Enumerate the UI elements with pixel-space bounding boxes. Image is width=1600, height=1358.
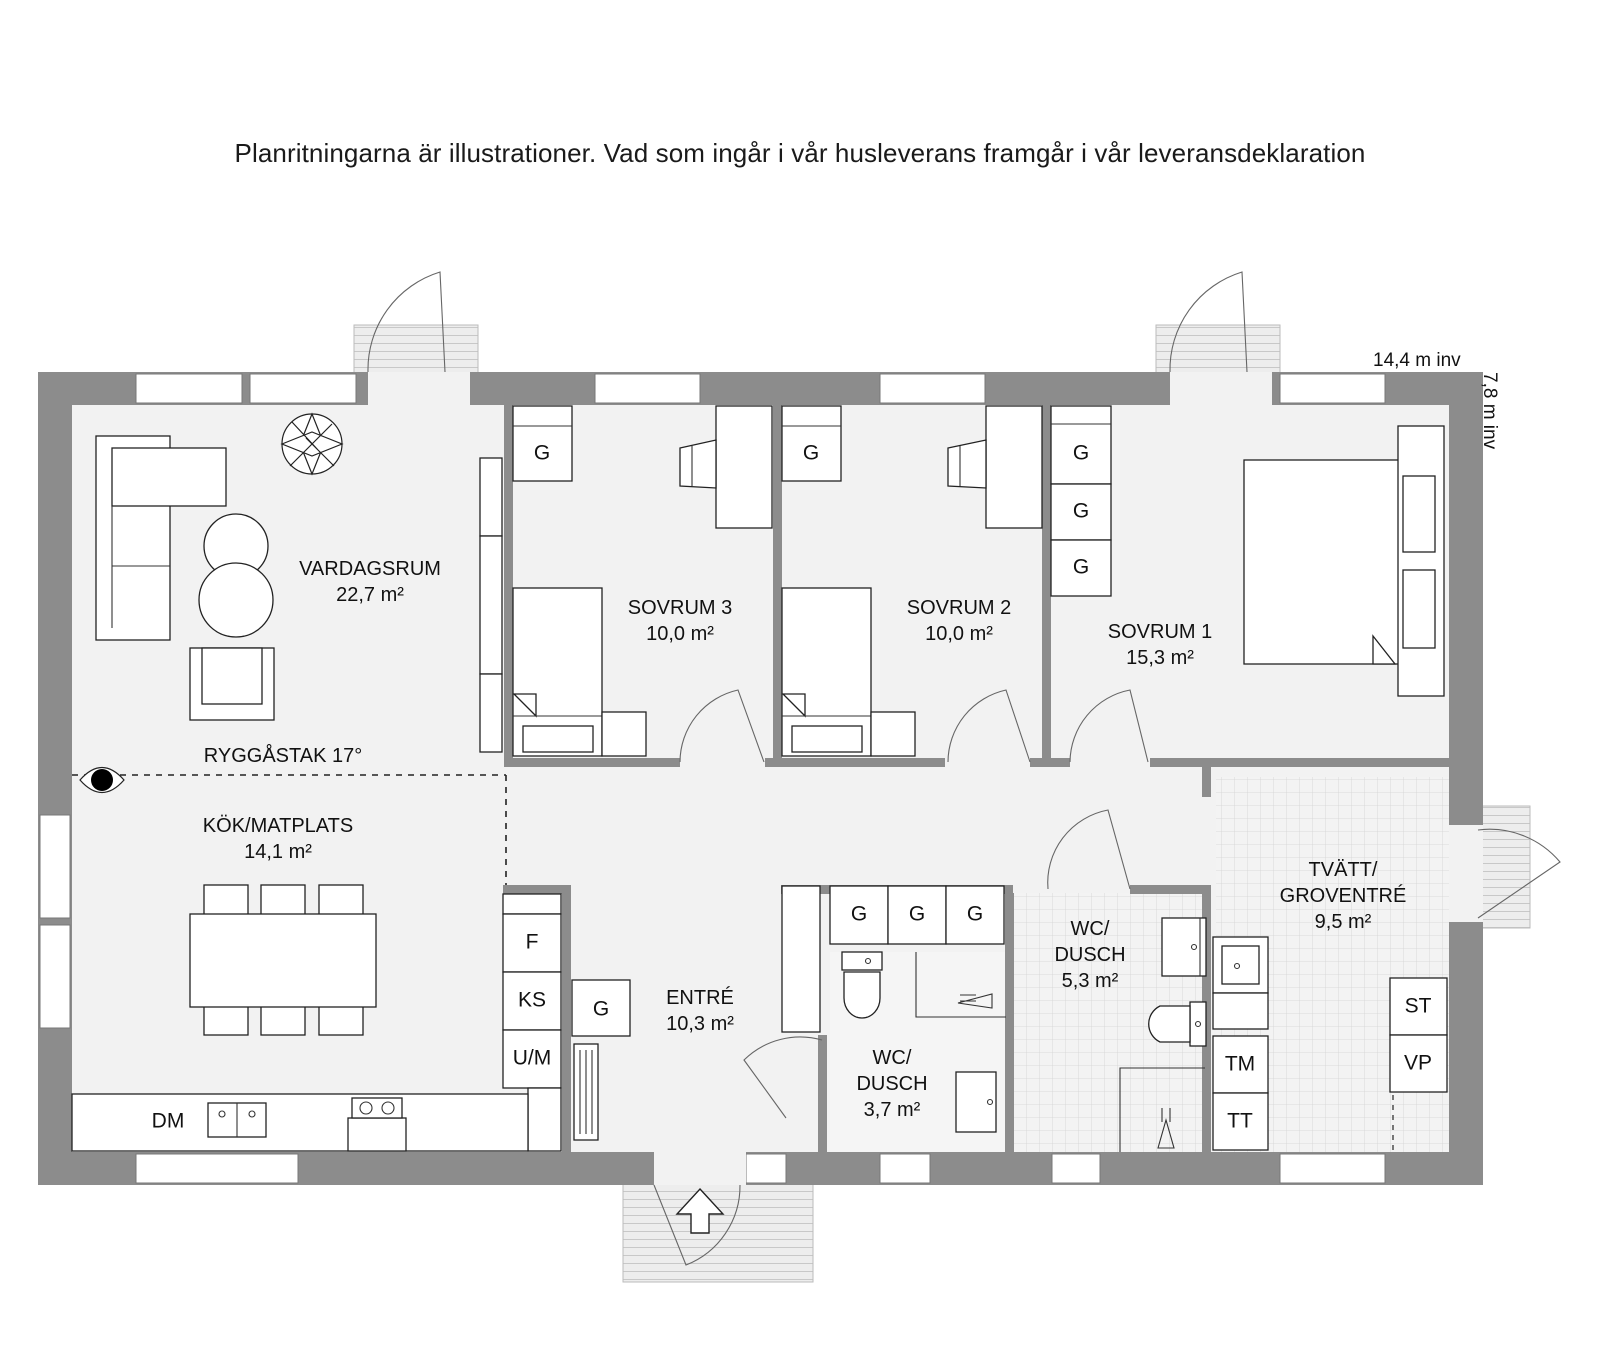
room-name-vardagsrum: VARDAGSRUM — [299, 558, 441, 580]
laundry-fixtures — [1212, 936, 1448, 1151]
entry-arrow-icon — [675, 1187, 725, 1234]
room-area-kok: 14,1 m² — [244, 841, 312, 863]
large-bathroom-fixtures — [1119, 917, 1207, 1152]
armchair-icon — [189, 647, 275, 721]
windows — [39, 372, 1483, 1185]
wardrobe-label: G — [909, 903, 925, 926]
sink-icon — [207, 1102, 267, 1138]
small-bathroom-fixtures — [841, 951, 1006, 1133]
dining-table-icon — [189, 884, 377, 1036]
dimension-depth: 7,8 m inv — [1479, 372, 1500, 450]
plant-icon — [280, 412, 344, 476]
disclaimer-text: Planritningarna är illustrationer. Vad s… — [234, 138, 1366, 168]
room-name-sovrum3: SOVRUM 3 — [628, 597, 732, 619]
wardrobe-label: G — [1073, 442, 1089, 465]
chimney-icon — [79, 766, 125, 794]
fridge-label: F — [526, 931, 539, 954]
room-area-entre: 10,3 m² — [666, 1013, 734, 1035]
wardrobe-label: G — [534, 442, 550, 465]
room-name-wc-small-line2: DUSCH — [856, 1073, 927, 1095]
room-area-sovrum1: 15,3 m² — [1126, 647, 1194, 669]
room-name-sovrum1: SOVRUM 1 — [1108, 621, 1212, 643]
room-area-vardagsrum: 22,7 m² — [336, 584, 404, 606]
wardrobe-label: G — [967, 903, 983, 926]
kitchen-furniture — [71, 893, 562, 1152]
dishwasher-label: DM — [152, 1110, 185, 1133]
room-name-tvatt-line2: GROVENTRÉ — [1280, 884, 1407, 907]
deck-east — [1474, 805, 1531, 929]
washer-label: TM — [1225, 1053, 1255, 1076]
room-name-tvatt-line1: TVÄTT/ — [1309, 859, 1378, 881]
bedroom1-furniture — [1050, 405, 1445, 697]
bookshelf-icon — [479, 457, 503, 753]
room-area-wc-small: 3,7 m² — [864, 1099, 921, 1121]
room-area-sovrum2: 10,0 m² — [925, 623, 993, 645]
sofa-icon — [95, 435, 227, 641]
drying-cabinet-label: ST — [1405, 995, 1432, 1018]
wardrobe-label: G — [1073, 556, 1089, 579]
wardrobe-label: G — [593, 998, 609, 1021]
wardrobe-label: G — [851, 903, 867, 926]
wardrobe-label: G — [803, 442, 819, 465]
room-area-sovrum3: 10,0 m² — [646, 623, 714, 645]
fridge-freezer-label: KS — [518, 989, 546, 1012]
bedroom2-furniture — [781, 405, 1043, 757]
bedroom3-furniture — [512, 405, 773, 757]
wardrobe-label: G — [1073, 500, 1089, 523]
deck-south — [622, 1179, 814, 1283]
stove-icon — [347, 1097, 407, 1152]
coffee-table-icon — [198, 513, 274, 638]
doors — [367, 271, 1561, 1266]
entrance-wardrobes — [571, 885, 1005, 1141]
room-name-entre: ENTRÉ — [666, 986, 734, 1009]
room-area-tvatt: 9,5 m² — [1315, 911, 1372, 933]
room-name-kok: KÖK/MATPLATS — [203, 815, 353, 837]
dryer-label: TT — [1227, 1110, 1253, 1133]
room-name-wc-small-line1: WC/ — [873, 1047, 912, 1069]
dimension-width: 14,4 m inv — [1373, 350, 1461, 371]
heat-pump-label: VP — [1404, 1052, 1432, 1075]
room-name-wc-large-line1: WC/ — [1071, 918, 1110, 940]
room-area-wc-large: 5,3 m² — [1062, 970, 1119, 992]
room-name-wc-large-line2: DUSCH — [1054, 944, 1125, 966]
roof-label: RYGGÅSTAK 17° — [204, 744, 362, 767]
room-name-sovrum2: SOVRUM 2 — [907, 597, 1011, 619]
oven-micro-label: U/M — [513, 1047, 552, 1070]
